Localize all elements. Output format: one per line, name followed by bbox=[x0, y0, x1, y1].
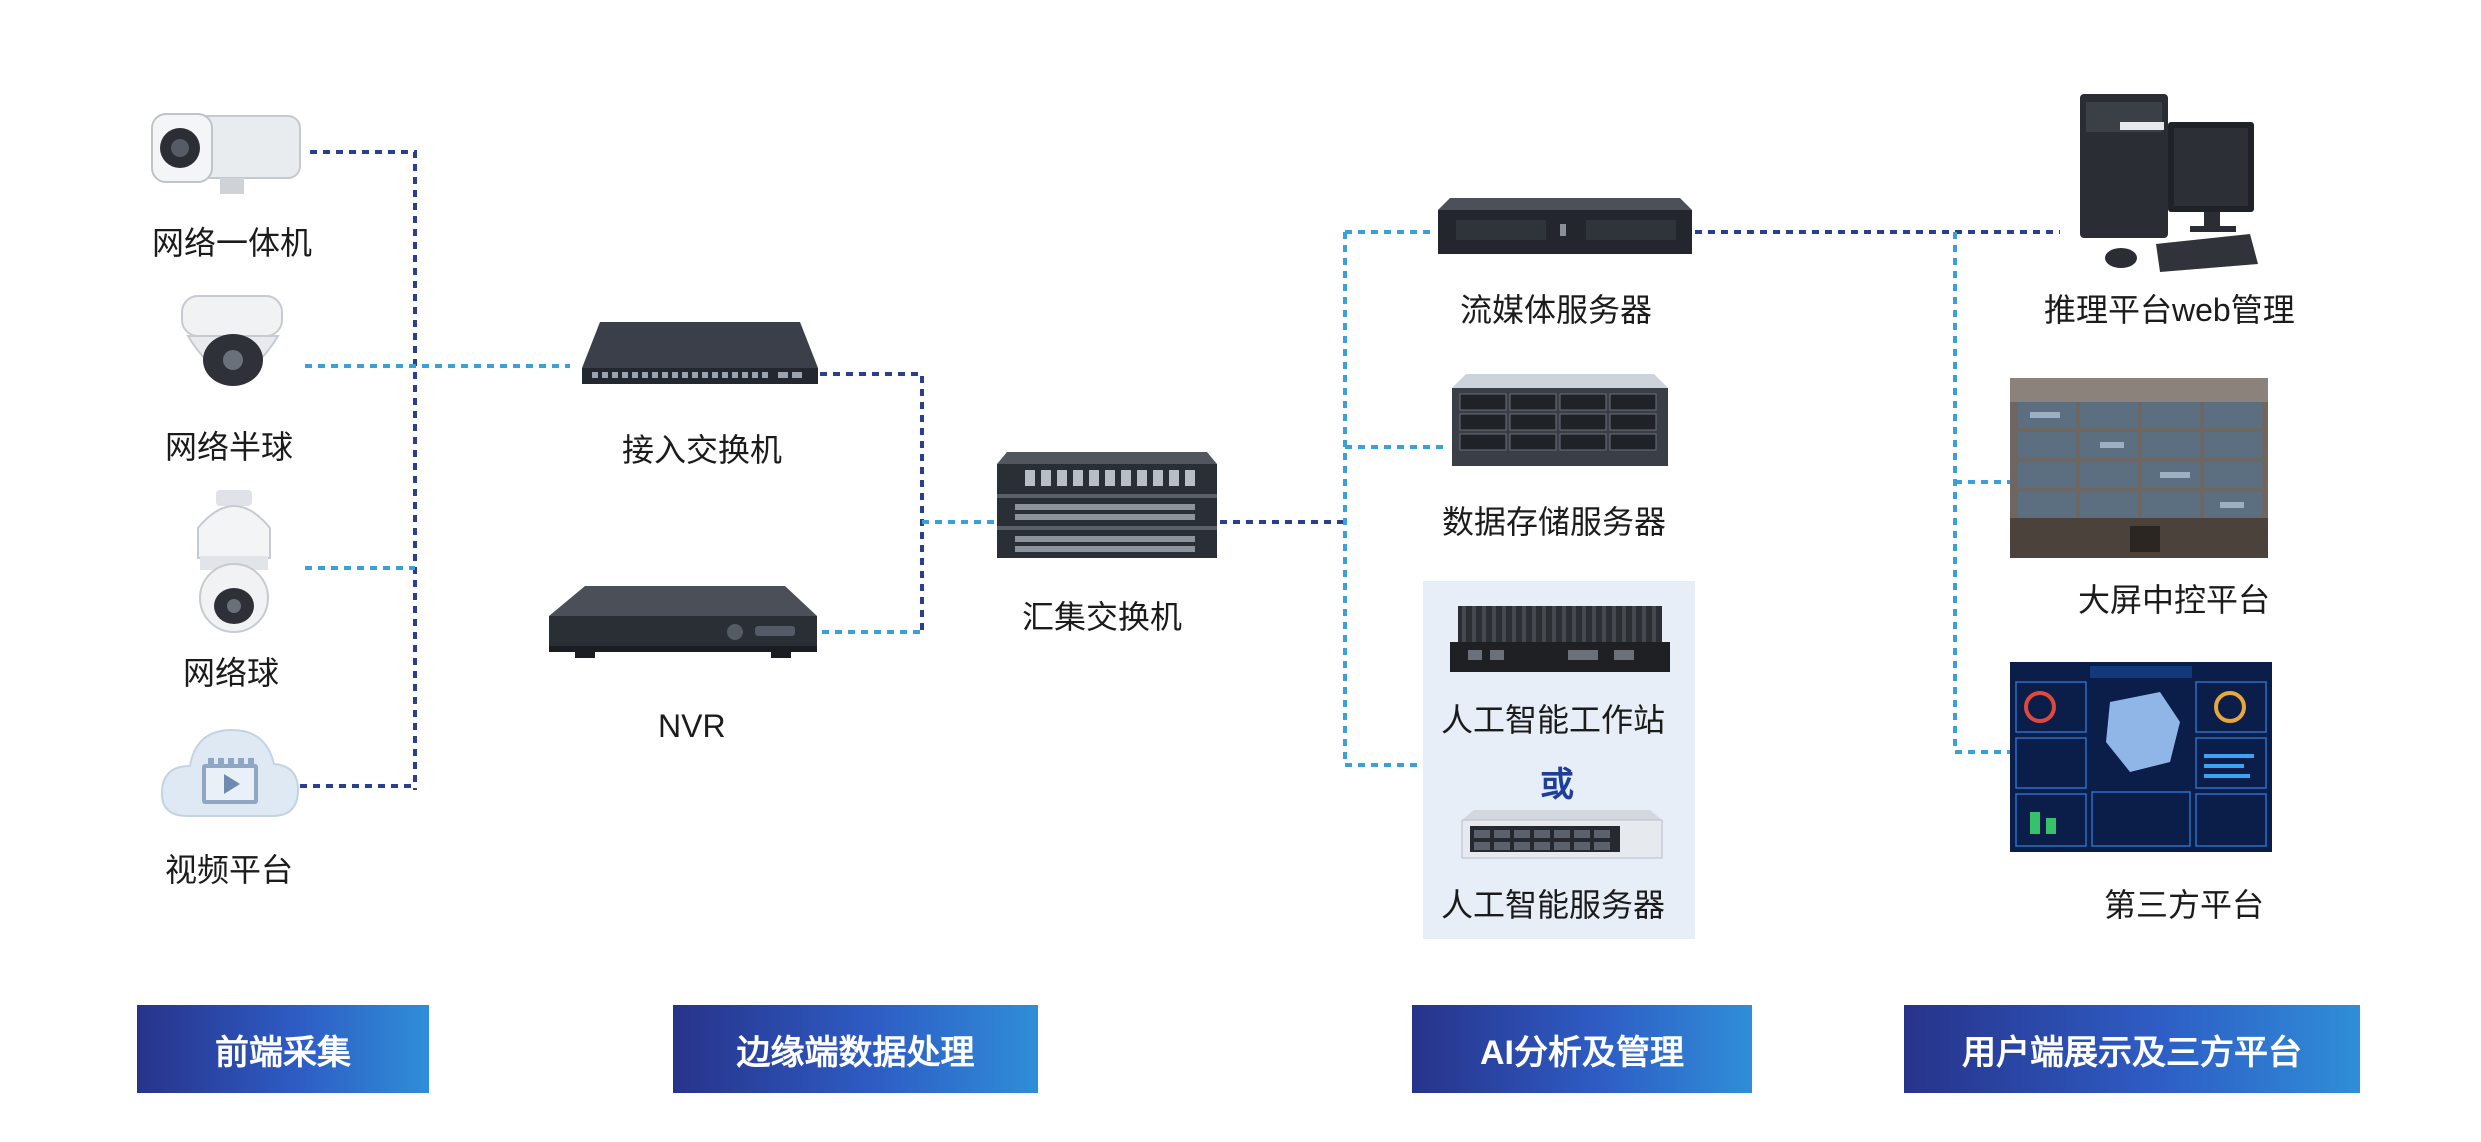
label-access-switch: 接入交换机 bbox=[622, 432, 783, 468]
stage-front-end: 前端采集 bbox=[137, 1005, 429, 1093]
label-streaming-server: 流媒体服务器 bbox=[1460, 292, 1653, 328]
ptz-camera-icon bbox=[197, 490, 271, 633]
line-access-switch bbox=[820, 372, 924, 632]
or-text: 或 bbox=[1540, 766, 1574, 804]
big-screen-icon bbox=[2010, 378, 2268, 558]
nvr-icon bbox=[549, 586, 817, 658]
ai-server-icon bbox=[1461, 810, 1663, 859]
stage-edge: 边缘端数据处理 bbox=[673, 1005, 1038, 1093]
label-video-platform: 视频平台 bbox=[165, 852, 294, 888]
label-third-party: 第三方平台 bbox=[2104, 887, 2265, 923]
streaming-server-icon bbox=[1438, 198, 1692, 254]
stage-ai: AI分析及管理 bbox=[1412, 1005, 1752, 1093]
aggregation-switch-icon bbox=[997, 452, 1217, 558]
access-switch-icon bbox=[582, 322, 818, 384]
storage-server-icon bbox=[1452, 374, 1668, 466]
bullet-camera-icon bbox=[151, 113, 301, 194]
label-aggregation-switch: 汇集交换机 bbox=[1022, 599, 1183, 635]
label-ptz-camera: 网络球 bbox=[183, 655, 280, 691]
dome-camera-icon bbox=[181, 295, 283, 386]
label-bullet-camera: 网络一体机 bbox=[152, 225, 313, 261]
label-ai-workstation: 人工智能工作站 bbox=[1441, 702, 1666, 738]
dashboard-icon bbox=[2010, 662, 2272, 852]
label-storage-server: 数据存储服务器 bbox=[1442, 504, 1667, 540]
video-platform-cloud-icon bbox=[160, 728, 300, 817]
desktop-computer-icon bbox=[2080, 94, 2258, 272]
label-big-screen: 大屏中控平台 bbox=[2078, 582, 2271, 618]
ai-workstation-icon bbox=[1450, 606, 1670, 672]
label-nvr: NVR bbox=[658, 708, 726, 744]
label-dome-camera: 网络半球 bbox=[165, 429, 294, 465]
stage-user: 用户端展示及三方平台 bbox=[1904, 1005, 2360, 1093]
label-ai-server: 人工智能服务器 bbox=[1441, 887, 1666, 923]
label-web-management: 推理平台web管理 bbox=[2044, 292, 2295, 328]
line-bullet bbox=[310, 150, 417, 790]
